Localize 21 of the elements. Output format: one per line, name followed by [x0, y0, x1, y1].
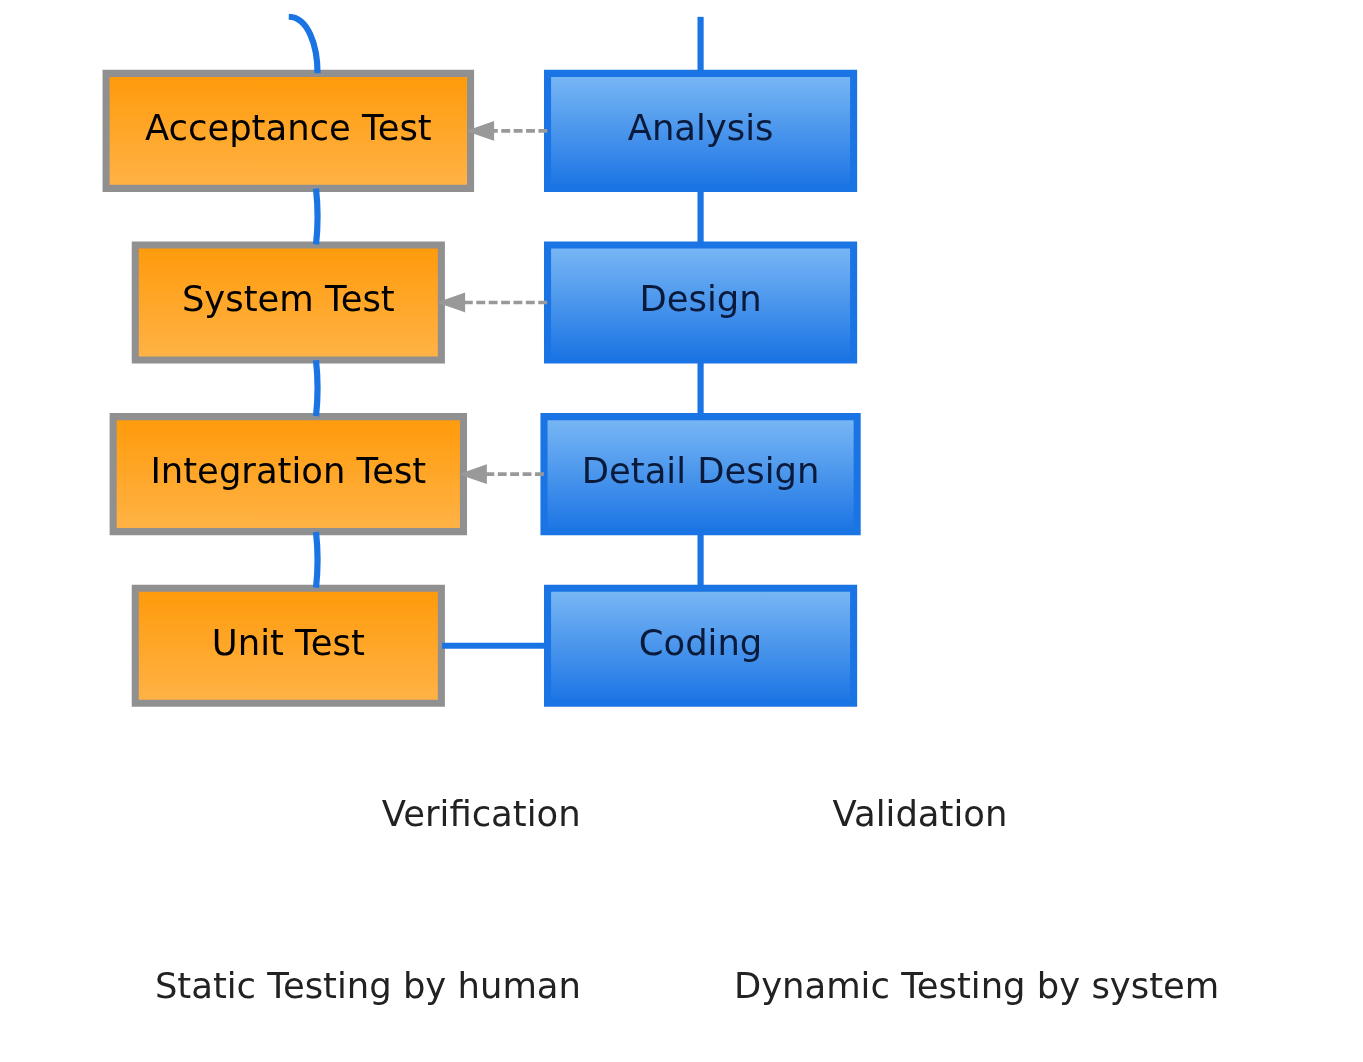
connector: [441, 642, 547, 649]
node-box: Design: [543, 241, 857, 364]
label: Dynamic Testing by system: [733, 964, 1219, 1006]
node-box: Analysis: [543, 69, 857, 192]
label: Validation: [832, 793, 1007, 835]
arrow: [458, 464, 544, 485]
label: Verification: [381, 793, 581, 835]
connector: [312, 531, 321, 588]
connector: [312, 359, 321, 417]
node-box: System Test: [131, 241, 445, 364]
connector: [312, 188, 321, 245]
label: Static Testing by human: [154, 964, 581, 1006]
connector: [287, 13, 321, 74]
node-box: Coding: [543, 584, 857, 707]
arrow: [465, 120, 547, 141]
node-box: Detail Design: [539, 413, 861, 536]
node-box: Integration Test: [109, 413, 467, 536]
arrow: [436, 292, 547, 313]
node-box: Acceptance Test: [102, 69, 474, 192]
connector: [697, 16, 704, 73]
node-box: Unit Test: [131, 584, 445, 707]
